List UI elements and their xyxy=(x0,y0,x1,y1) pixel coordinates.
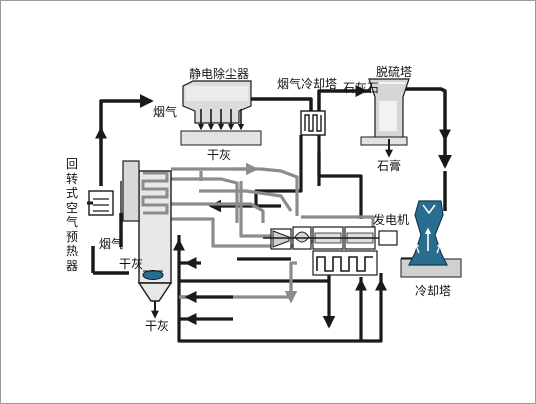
generator-label: 发电机 xyxy=(373,213,410,227)
turbines xyxy=(263,226,393,250)
flue-gas-boiler-label: 烟气 xyxy=(99,237,124,251)
cooling-tower xyxy=(400,200,462,278)
flue-gas-cooling-tower xyxy=(300,110,326,136)
flue-gas-cooling-tower-label: 烟气冷却塔 xyxy=(277,77,338,91)
cooling-tower-label: 冷却塔 xyxy=(415,284,452,298)
boiler xyxy=(120,160,173,319)
air-preheater-label: 回转式空气预热器 xyxy=(65,157,78,273)
condenser xyxy=(312,250,378,276)
limestone-label: 石灰石 xyxy=(343,81,380,95)
dry-ash-precipitator-label: 干灰 xyxy=(207,148,232,162)
dry-ash-bottom-label: 干灰 xyxy=(145,319,170,333)
dry-ash-boiler-label: 干灰 xyxy=(119,257,144,271)
electrostatic-precipitator xyxy=(180,80,262,146)
flue-gas-top-label: 烟气 xyxy=(153,105,178,119)
rotary-air-preheater xyxy=(87,190,114,216)
desulfurization-tower-label: 脱硫塔 xyxy=(376,65,413,79)
flow-arrows xyxy=(95,85,451,325)
precipitator-label: 静电除尘器 xyxy=(189,67,250,81)
desulfurization-tower xyxy=(360,78,410,158)
gypsum-label: 石膏 xyxy=(377,159,402,173)
steam-path xyxy=(171,162,375,304)
generator xyxy=(378,230,398,246)
